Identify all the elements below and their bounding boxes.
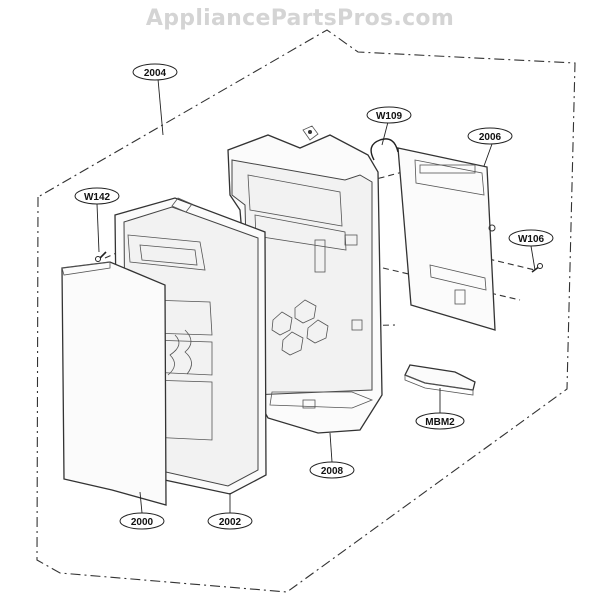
- callout-label: 2008: [321, 466, 344, 477]
- callout-label: 2004: [144, 68, 167, 79]
- control-bracket-2008: [227, 125, 383, 434]
- screw-w142: [95, 251, 107, 262]
- callout-2002: 2002: [207, 512, 253, 530]
- callout-2008: 2008: [309, 461, 355, 479]
- watermark-text: AppliancePartsPros.com: [145, 6, 455, 31]
- callout-label: 2002: [219, 517, 242, 528]
- callout-label: 2006: [479, 132, 502, 143]
- callout-2006: 2006: [467, 127, 513, 145]
- callout-w106: W106: [508, 229, 554, 247]
- assembly-boundary: [36, 29, 576, 593]
- callout-label: 2000: [131, 517, 154, 528]
- wire-w109: [370, 138, 399, 161]
- callout-label: MBM2: [425, 417, 455, 428]
- leader-lines: [96, 78, 536, 514]
- callout-w109: W109: [366, 106, 412, 124]
- callout-label: W142: [84, 192, 111, 203]
- callout-2000: 2000: [119, 512, 165, 530]
- module-mbm2: [404, 364, 476, 396]
- callout-mbm2: MBM2: [415, 412, 465, 430]
- screw-w106: [531, 263, 543, 273]
- callout-label: W109: [376, 111, 403, 122]
- callout-w142: W142: [74, 187, 120, 205]
- pcb-2006: [397, 147, 496, 331]
- callout-label: W106: [518, 234, 545, 245]
- cover-plate-2000: [61, 261, 167, 506]
- callout-2004: 2004: [132, 63, 178, 81]
